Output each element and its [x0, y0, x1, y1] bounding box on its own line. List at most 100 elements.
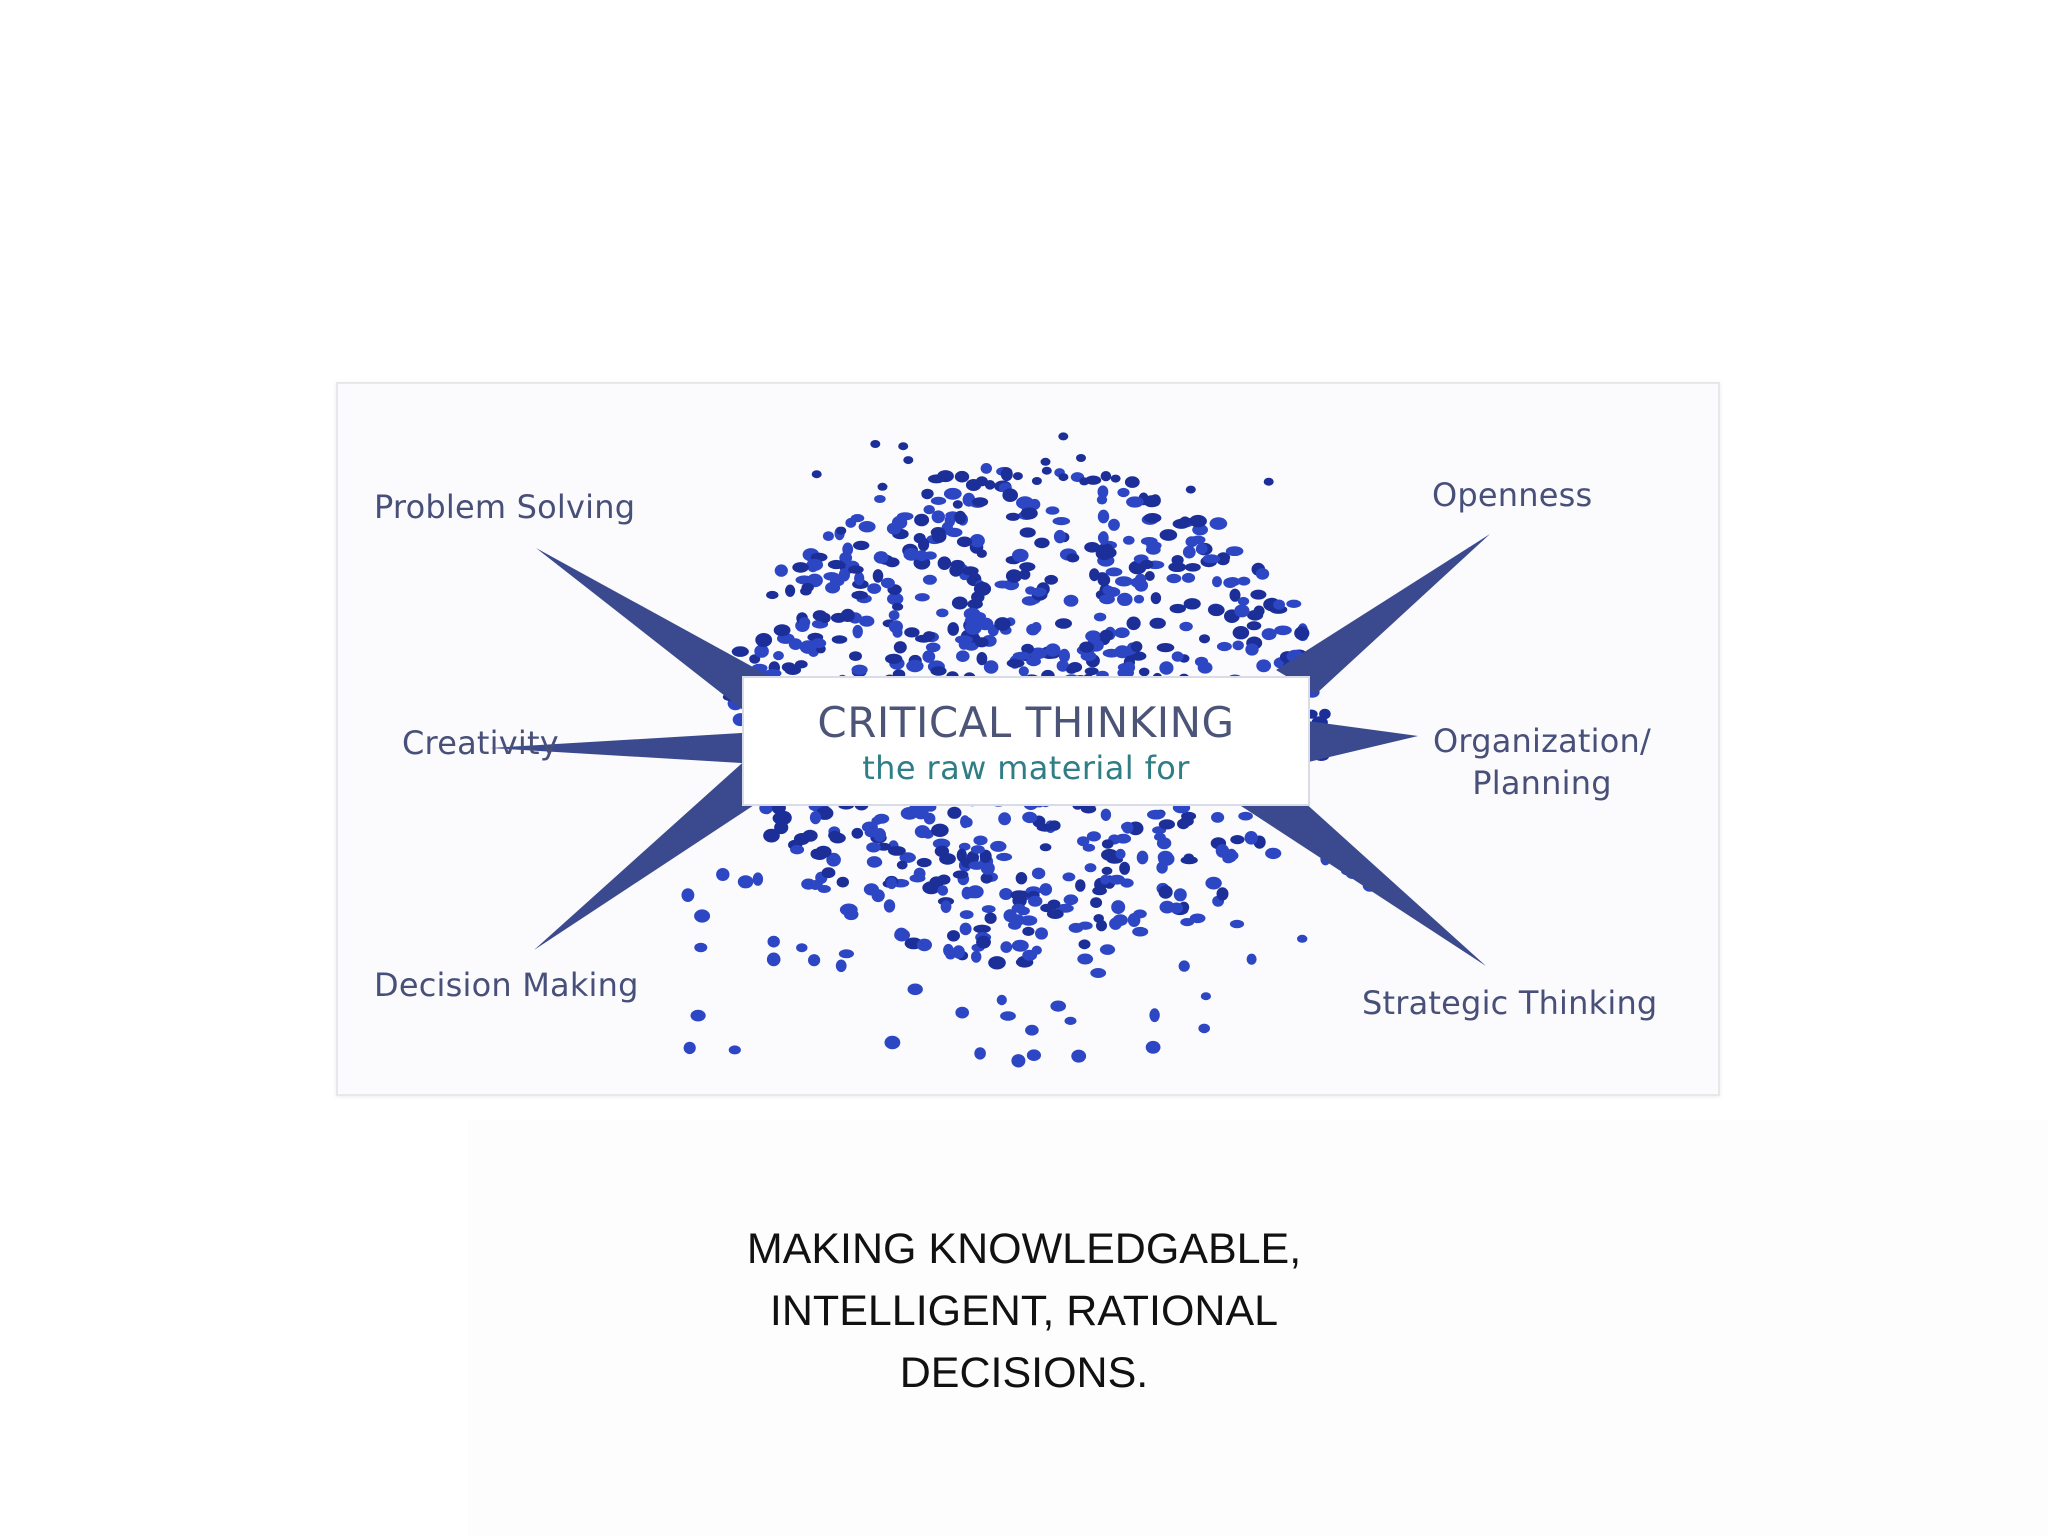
- bead-scattered: [1071, 1049, 1087, 1063]
- bead: [1156, 837, 1172, 850]
- bead: [1196, 543, 1208, 555]
- bead: [1119, 861, 1130, 875]
- bead: [1273, 599, 1285, 610]
- bead-scattered: [1000, 1011, 1016, 1021]
- bead: [851, 827, 864, 839]
- bead: [755, 633, 773, 647]
- bead-scattered: [1040, 457, 1051, 466]
- bead: [1168, 562, 1187, 572]
- bead: [952, 945, 965, 959]
- bead: [1150, 592, 1162, 605]
- bead: [1138, 667, 1150, 677]
- bead-scattered: [1297, 934, 1308, 943]
- bead: [965, 890, 978, 899]
- bead: [943, 487, 962, 500]
- critical-thinking-figure: Problem Solving Openness Creativity Orga…: [336, 382, 1720, 1096]
- bead: [774, 820, 789, 835]
- bead: [859, 615, 875, 627]
- bead: [1180, 816, 1194, 827]
- bead: [1149, 617, 1166, 629]
- bead: [1225, 546, 1244, 556]
- bead: [886, 522, 901, 535]
- bead-scattered: [1017, 906, 1030, 916]
- bead: [976, 652, 988, 666]
- bead-scattered: [1200, 992, 1211, 1001]
- bead-scattered: [1090, 968, 1107, 978]
- bead: [1022, 926, 1035, 937]
- bead: [931, 823, 949, 837]
- bead-scattered: [1058, 473, 1069, 482]
- bead-scattered: [1031, 867, 1046, 880]
- bead: [1255, 568, 1270, 580]
- bead: [937, 885, 949, 896]
- bead: [1133, 909, 1147, 919]
- bead: [1011, 939, 1029, 952]
- bead: [1144, 571, 1155, 581]
- bead: [1077, 836, 1090, 847]
- bead-scattered: [716, 868, 730, 881]
- bead: [1156, 861, 1168, 874]
- center-title: CRITICAL THINKING: [817, 698, 1235, 747]
- bead: [888, 846, 906, 856]
- bead: [975, 476, 988, 487]
- bead: [1261, 628, 1277, 641]
- bead: [1085, 630, 1102, 643]
- bead: [1105, 567, 1123, 577]
- bead: [1115, 576, 1133, 587]
- label-openness: Openness: [1432, 476, 1593, 514]
- bead: [954, 470, 970, 483]
- bead: [885, 653, 903, 664]
- bead: [1102, 585, 1114, 595]
- bead-scattered: [1041, 466, 1052, 475]
- bead: [972, 497, 989, 507]
- bead: [873, 551, 889, 564]
- bead-scattered: [766, 952, 781, 967]
- bead: [795, 575, 814, 585]
- bead-scattered: [1011, 1054, 1026, 1068]
- bead: [1099, 594, 1115, 605]
- bead: [798, 617, 811, 628]
- bead-scattered: [916, 938, 933, 952]
- bead: [955, 635, 973, 644]
- bead: [1180, 918, 1195, 927]
- bead: [1179, 621, 1193, 632]
- bead-scattered: [694, 909, 711, 923]
- bead: [1123, 535, 1135, 545]
- bead: [1115, 833, 1132, 844]
- bead: [1229, 588, 1241, 602]
- bead: [1066, 553, 1080, 563]
- bead-scattered: [1062, 872, 1076, 882]
- bead: [1205, 876, 1222, 890]
- bead-scattered: [1178, 960, 1190, 972]
- bead: [1002, 488, 1018, 502]
- bead: [849, 651, 862, 661]
- bead-scattered: [1050, 1000, 1066, 1012]
- bead: [1171, 555, 1184, 566]
- bead: [839, 552, 853, 564]
- bead-scattered: [690, 1009, 706, 1022]
- bead: [806, 558, 824, 571]
- bead: [1055, 618, 1072, 629]
- bead: [873, 828, 886, 842]
- bead-scattered: [894, 928, 910, 942]
- bead: [896, 860, 908, 870]
- bead: [1319, 708, 1331, 720]
- bead: [922, 881, 941, 895]
- bead: [976, 935, 991, 949]
- bead: [1136, 850, 1149, 865]
- bead: [931, 510, 945, 524]
- bead: [1209, 517, 1228, 530]
- bead: [1211, 812, 1225, 823]
- bead: [1122, 661, 1136, 674]
- center-subtitle: the raw material for: [862, 749, 1190, 787]
- label-strategic-thinking: Strategic Thinking: [1362, 984, 1658, 1022]
- bead: [766, 590, 779, 600]
- bead: [1021, 643, 1034, 654]
- bead: [1029, 647, 1048, 660]
- bead: [809, 811, 822, 825]
- bead-scattered: [996, 994, 1007, 1006]
- bead: [1126, 616, 1141, 631]
- bead: [1053, 529, 1066, 544]
- bead: [853, 540, 870, 551]
